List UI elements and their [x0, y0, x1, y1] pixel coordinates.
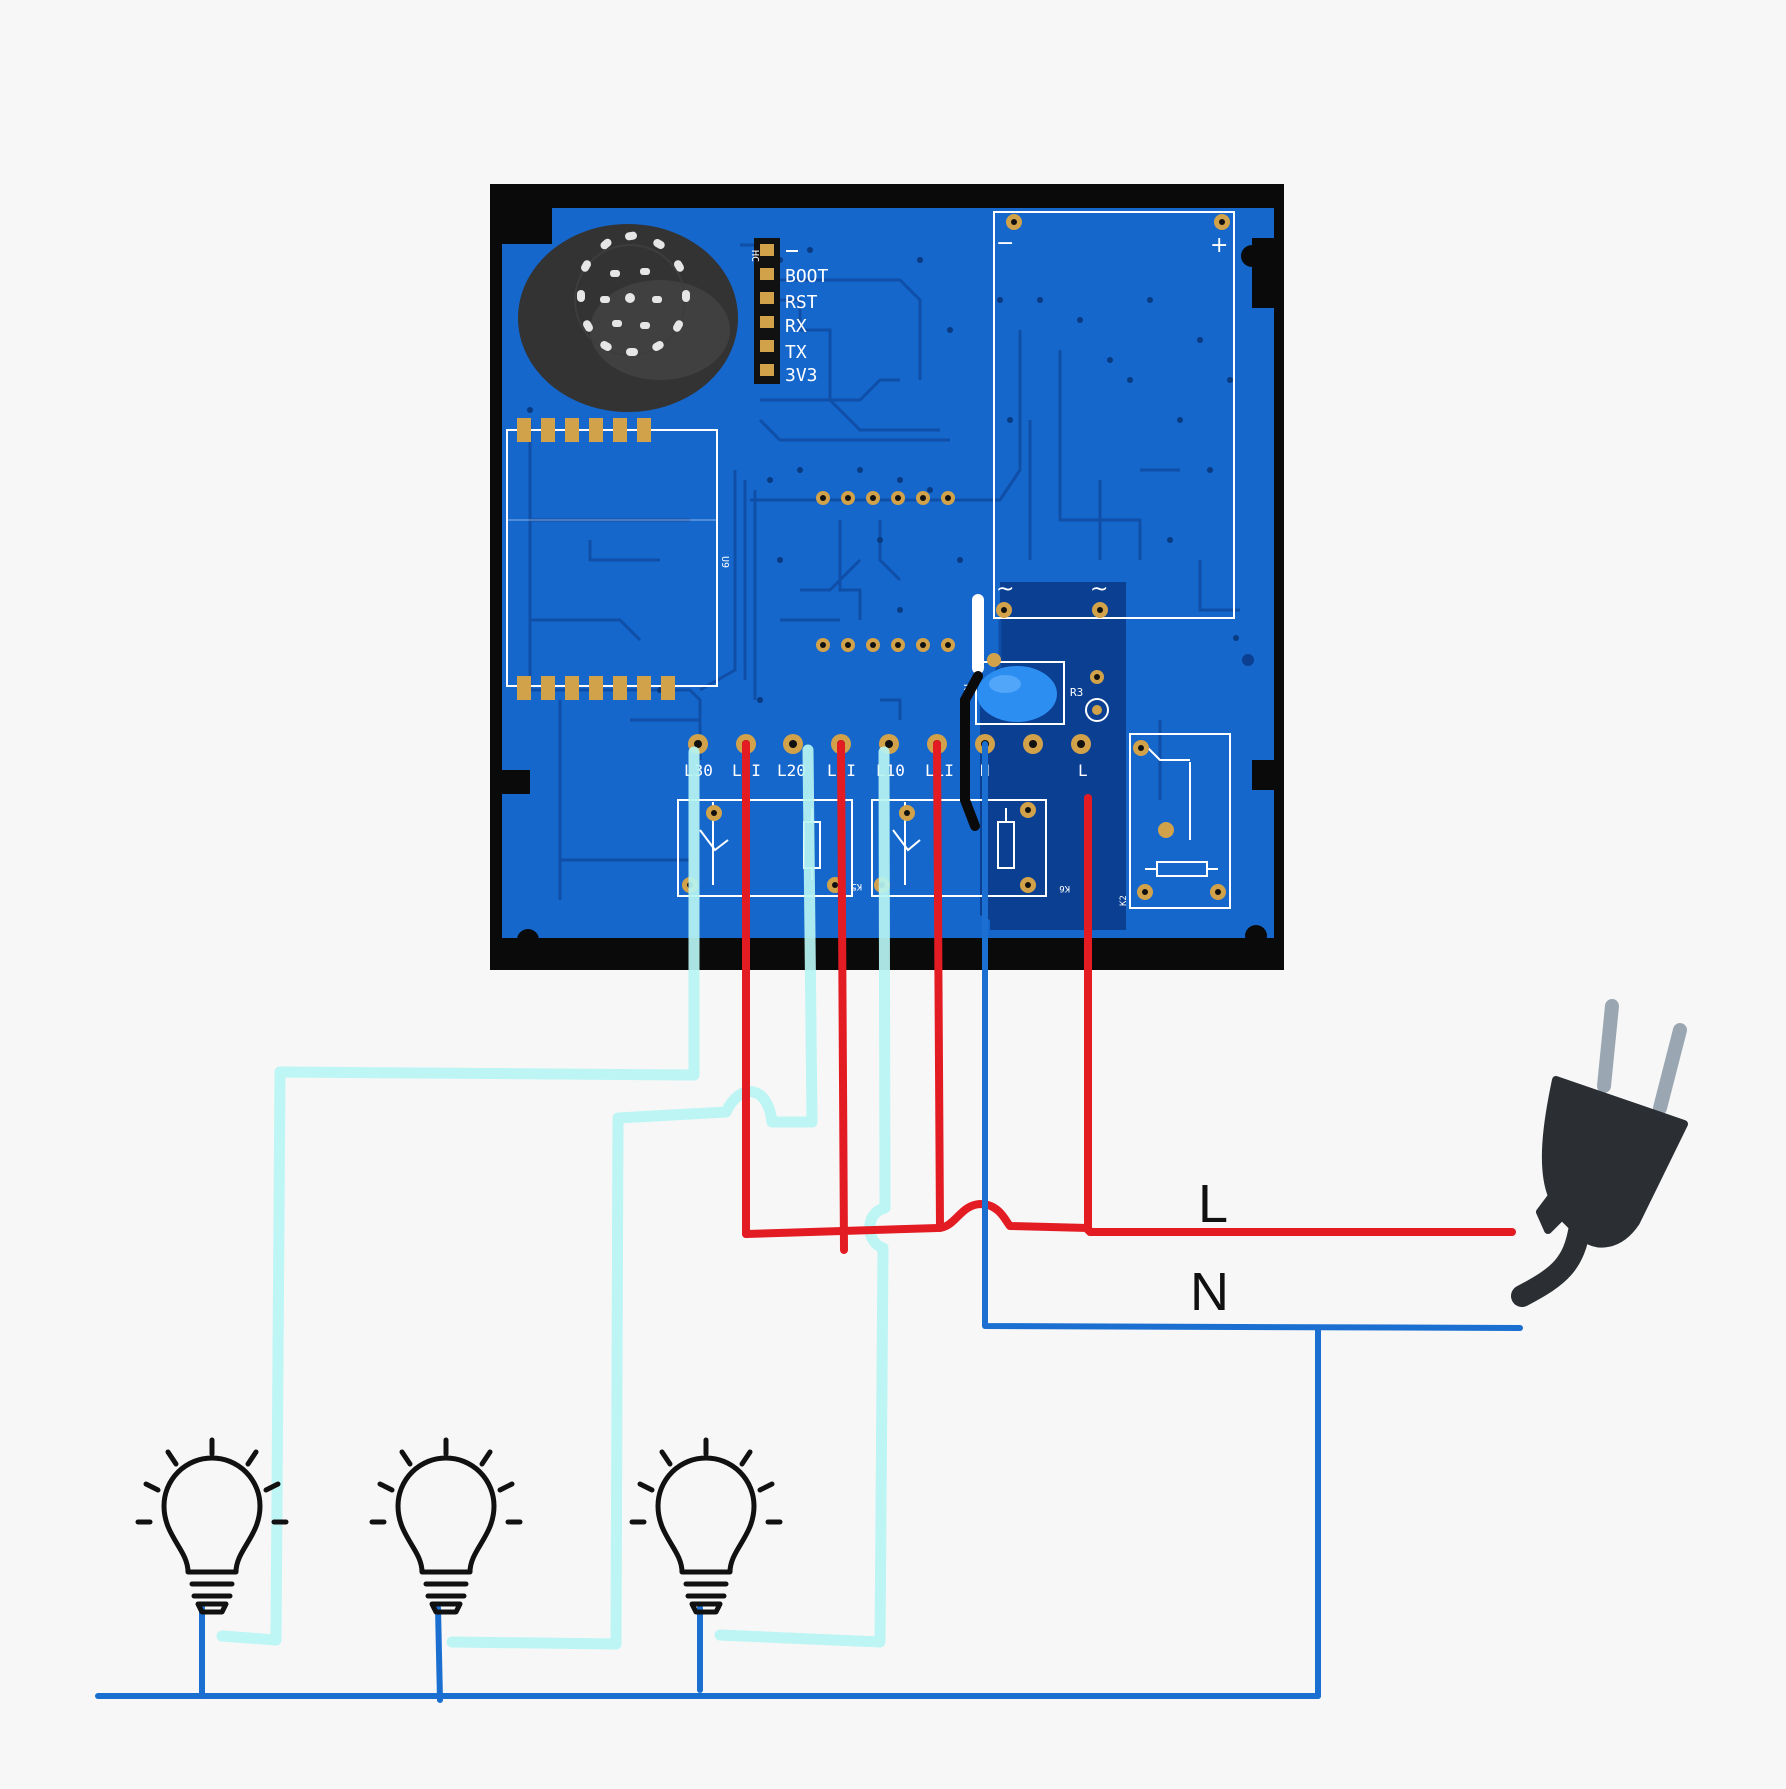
live-bus [742, 1200, 1516, 1238]
mcu-module: U9 [506, 418, 730, 700]
light-bulb-icon [135, 1437, 289, 1615]
live-label: L [1198, 1174, 1228, 1234]
board-notch [502, 770, 530, 794]
psu-ac-label: ~ [996, 577, 1014, 602]
psu-minus-label: − [996, 231, 1014, 256]
header-pin-label: RST [785, 292, 818, 313]
load-wire-l3 [216, 746, 700, 1646]
relay-label: K5 [851, 881, 862, 891]
psu-ac-label: ~ [1090, 577, 1108, 602]
light-bulb-icon [629, 1437, 783, 1615]
header-mark: HC [749, 250, 760, 262]
board-notch [1252, 760, 1274, 790]
relay-label: K6 [1059, 883, 1070, 893]
relay-icon [1129, 733, 1231, 909]
pcb-board: HC BOOT RST RX TX 3V3 U9 [490, 184, 1284, 970]
terminal-label: L [1078, 761, 1088, 780]
fuse-icon [972, 594, 984, 674]
pcb-vias [527, 247, 1254, 703]
live-wire-l2i [837, 740, 848, 1254]
neutral-label: N [1190, 1262, 1229, 1322]
psu-module: − + ~ ~ [993, 211, 1235, 619]
hv-zone [980, 582, 1126, 930]
power-plug-icon [1511, 999, 1688, 1307]
module-label: U9 [719, 556, 730, 568]
neutral-wire-pcb [982, 741, 1523, 1331]
mov-footprint [975, 661, 1065, 725]
terminal-label: L20 [777, 761, 806, 780]
light-bulb-icon [369, 1437, 523, 1615]
ic-pads [816, 491, 955, 652]
board-notch [502, 208, 552, 244]
mounting-hole [517, 929, 539, 951]
programming-header: HC BOOT RST RX TX 3V3 [749, 238, 829, 386]
relay-label: K2 [1119, 895, 1129, 906]
neutral-wires [95, 741, 1523, 1703]
header-pin-label: 3V3 [785, 365, 818, 386]
psu-plus-label: + [1210, 233, 1228, 258]
mounting-hole [1245, 925, 1267, 947]
neutral-lamp-2 [435, 1605, 443, 1703]
board-notch [1050, 938, 1180, 970]
board-notch [604, 938, 804, 970]
live-wire-l1i [933, 740, 944, 1232]
header-pin-label: TX [785, 342, 807, 363]
header-pin-label: BOOT [785, 266, 829, 287]
live-wires [742, 740, 1516, 1254]
header-pin-label: RX [785, 316, 807, 337]
speaker-icon [518, 224, 738, 412]
resistor-pad [1085, 698, 1109, 722]
varistor-icon [977, 666, 1057, 722]
mounting-hole [1241, 245, 1263, 267]
resistor-label: R3 [1070, 686, 1083, 699]
